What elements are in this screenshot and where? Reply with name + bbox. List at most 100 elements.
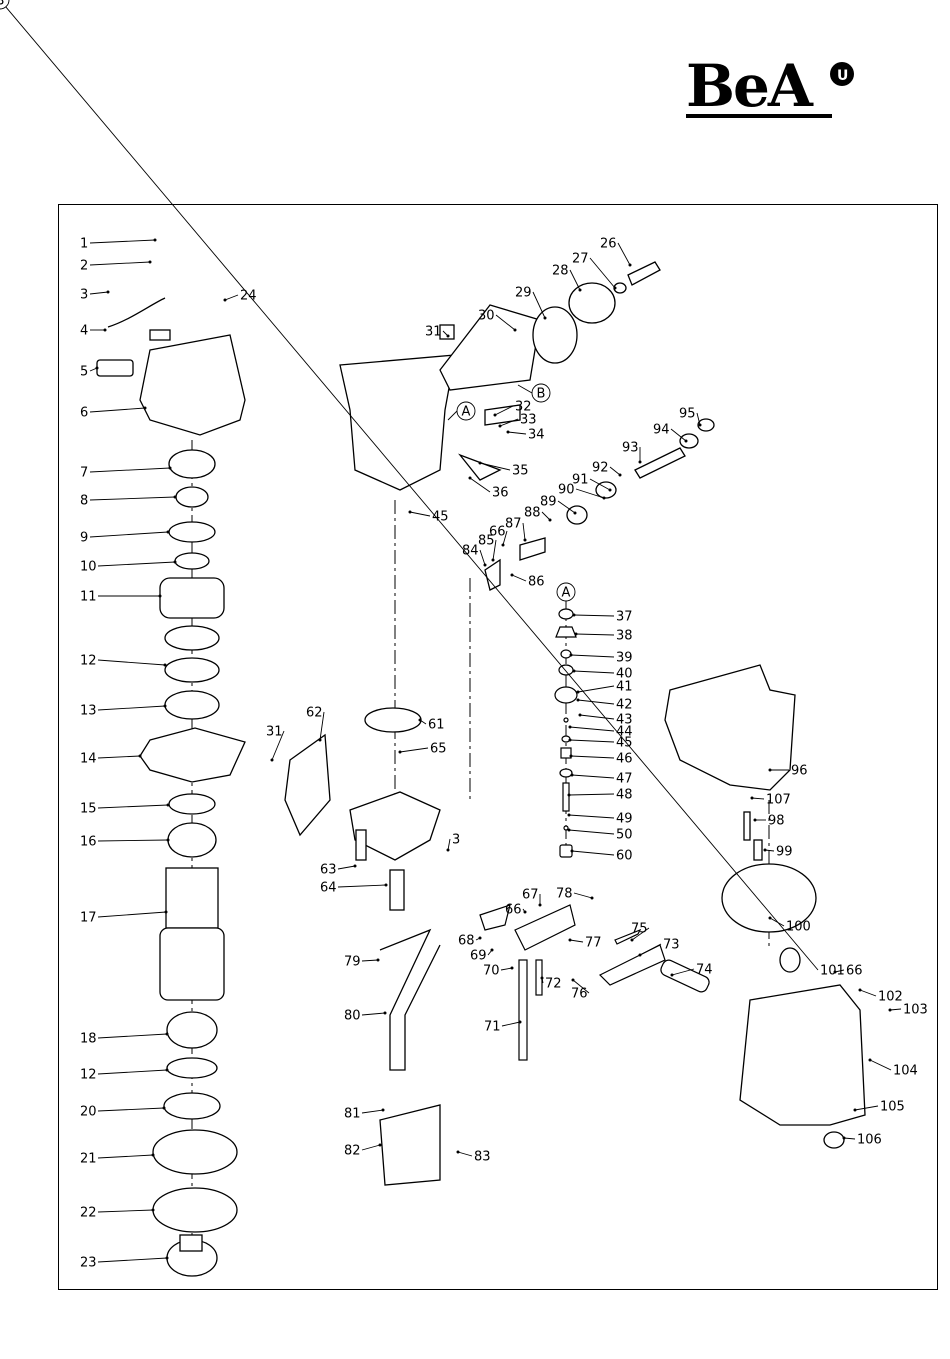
- part-number-label: 29: [515, 286, 532, 301]
- leader-line: [589, 257, 616, 289]
- leader-line: [457, 1151, 473, 1157]
- trigger-valve-parts: [554, 608, 578, 858]
- leader-line: [577, 699, 615, 705]
- leader-dot: [318, 738, 322, 742]
- part-number-label: 68: [458, 934, 475, 949]
- leader-dot: [570, 849, 574, 853]
- leader-dot: [576, 690, 580, 694]
- leader-dot: [166, 838, 170, 842]
- part-number-label: 74: [696, 963, 713, 978]
- part-number-label: 87: [505, 517, 522, 532]
- leader-dot: [768, 768, 772, 772]
- leader-dot: [353, 864, 357, 868]
- part-number-label: 26: [600, 237, 617, 252]
- leader-line: [97, 1257, 168, 1263]
- leader-line: [89, 407, 146, 413]
- part-number-label: 81: [344, 1107, 361, 1122]
- leader-line: [97, 755, 141, 759]
- leader-line: [522, 522, 526, 541]
- leader-line: [97, 659, 166, 666]
- leader-line: [399, 747, 429, 753]
- leader-dot: [833, 970, 837, 974]
- part-number-label: 72: [545, 977, 562, 992]
- leader-line: [569, 739, 615, 743]
- leader-line: [501, 1021, 521, 1027]
- part-number-label: 61: [428, 718, 445, 733]
- leader-line: [89, 496, 176, 501]
- part-number-label: 66: [505, 903, 522, 918]
- leader-dot: [483, 563, 487, 567]
- leader-line: [589, 478, 611, 491]
- leader-line: [361, 1109, 384, 1114]
- main-housing-parts: [339, 261, 661, 491]
- leader-dot: [498, 424, 502, 428]
- leader-line: [639, 943, 662, 956]
- leader-line: [573, 892, 593, 899]
- part-number-label: 41: [616, 680, 633, 695]
- leader-line: [577, 685, 615, 693]
- leader-dot: [573, 511, 577, 515]
- part-number-label: 48: [616, 788, 633, 803]
- leader-dot: [138, 754, 142, 758]
- leader-line: [89, 261, 151, 266]
- leader-line: [575, 633, 615, 636]
- part-number-label: 99: [776, 845, 793, 860]
- leader-line: [409, 511, 431, 517]
- leader-dot: [868, 1058, 872, 1062]
- leader-line: [571, 850, 615, 856]
- leader-dot: [173, 495, 177, 499]
- part-number-label: 31: [266, 725, 283, 740]
- part-number-label: 84: [462, 544, 479, 559]
- part-number-label: 21: [80, 1152, 97, 1167]
- leader-dot: [408, 510, 412, 514]
- leader-dot: [523, 538, 527, 542]
- leader-line: [271, 730, 285, 761]
- leader-line: [568, 814, 615, 819]
- leader-dot: [523, 910, 527, 914]
- part-number-label: 96: [791, 764, 808, 779]
- leader-line: [319, 711, 325, 741]
- leader-dot: [143, 406, 147, 410]
- reference-letter: A: [462, 405, 471, 420]
- leader-line: [573, 670, 615, 674]
- leader-line: [97, 561, 176, 567]
- leader-line: [631, 927, 650, 941]
- part-number-label: 16: [80, 835, 97, 850]
- leader-line: [575, 488, 605, 499]
- part-number-label: 30: [478, 309, 495, 324]
- leader-dot: [446, 848, 450, 852]
- leader-dot: [384, 883, 388, 887]
- part-number-label: 66: [846, 964, 863, 979]
- leader-dot: [148, 260, 152, 264]
- part-number-label: 77: [585, 936, 602, 951]
- leader-dot: [698, 423, 702, 427]
- part-number-label: 12: [80, 1068, 97, 1083]
- part-number-label: 100: [786, 920, 811, 935]
- leader-dot: [576, 698, 580, 702]
- leader-line: [571, 774, 615, 779]
- part-number-label: 95: [679, 407, 696, 422]
- part-number-label: 70: [483, 964, 500, 979]
- part-number-label: 14: [80, 752, 97, 767]
- part-number-label: 91: [572, 473, 589, 488]
- leader-line: [494, 405, 514, 416]
- leader-line: [834, 969, 845, 973]
- leader-line: [479, 462, 511, 471]
- reference-circle: [0, 0, 10, 10]
- leader-dot: [578, 288, 582, 292]
- leader-line: [570, 755, 615, 759]
- trigger-parts: [479, 904, 710, 1061]
- part-number-label: 93: [622, 441, 639, 456]
- reference-letter: A: [562, 586, 571, 601]
- leader-line: [859, 989, 877, 997]
- part-number-label: 10: [80, 560, 97, 575]
- leader-line: [572, 979, 590, 994]
- leader-dot: [376, 958, 380, 962]
- leader-dot: [478, 936, 482, 940]
- leader-dot: [151, 1208, 155, 1212]
- leader-line: [479, 549, 486, 566]
- part-number-label: 76: [571, 987, 588, 1002]
- valve-parts: [284, 404, 715, 1186]
- part-number-label: 40: [616, 667, 633, 682]
- leader-dot: [768, 916, 772, 920]
